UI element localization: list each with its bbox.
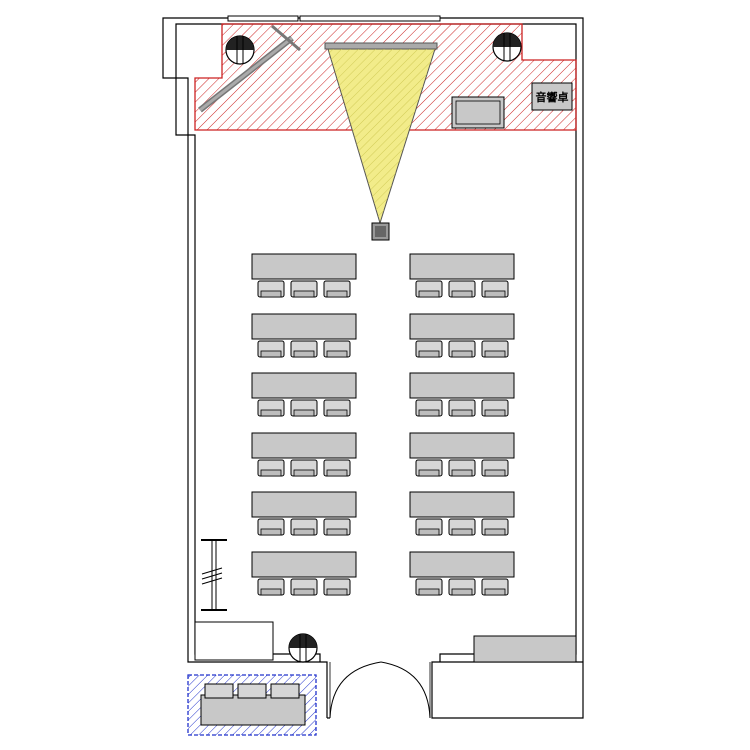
chair [257,399,285,417]
chair [323,578,351,596]
chair [415,518,443,536]
table [409,432,515,459]
chair [415,280,443,298]
chair [257,280,285,298]
table-group [409,253,515,298]
table [409,253,515,280]
chair [448,578,476,596]
projector-icon [371,222,390,241]
table [251,491,357,518]
chair [257,518,285,536]
chair [481,280,509,298]
chair [323,518,351,536]
chair [323,340,351,358]
table [251,432,357,459]
speaker-icon [225,35,255,65]
counter [473,635,577,663]
table-group [251,432,357,477]
chair [481,340,509,358]
table [251,551,357,578]
chair [257,578,285,596]
chair [290,578,318,596]
chair [257,459,285,477]
door-swing-icon[interactable] [329,661,431,719]
mixer-desk: 音響卓 [531,82,573,111]
chair [448,280,476,298]
table-group [409,491,515,536]
chair [415,340,443,358]
table [251,313,357,340]
chair [448,518,476,536]
speaker-icon [492,32,522,62]
table-group [251,372,357,417]
chair [481,399,509,417]
front-screen [324,42,438,50]
outside-storage [187,674,317,736]
storage-cabinet [194,621,274,661]
chair [415,578,443,596]
chair [290,518,318,536]
chair [323,280,351,298]
table-group [251,313,357,358]
projection-cone [327,48,436,225]
table [409,313,515,340]
table-group [409,372,515,417]
table [409,551,515,578]
chair [481,578,509,596]
chair [323,459,351,477]
seating-area [251,253,515,596]
table [409,491,515,518]
chair [481,518,509,536]
table [409,372,515,399]
table-group [409,313,515,358]
table-group [409,551,515,596]
table-group [251,491,357,536]
chair [290,280,318,298]
table-group [251,551,357,596]
chair [290,459,318,477]
chair [415,459,443,477]
chair [481,459,509,477]
chair [448,399,476,417]
coat-rack [201,539,227,611]
table [251,372,357,399]
chair [290,340,318,358]
chair [323,399,351,417]
table-group [251,253,357,298]
chair [415,399,443,417]
stage-desk [451,96,505,129]
mixer-label: 音響卓 [536,90,569,104]
table [251,253,357,280]
table-group [409,432,515,477]
chair [290,399,318,417]
speaker-icon [288,633,318,663]
projection-screen-icon [198,24,301,113]
stacked-chair [204,683,300,699]
chair [257,340,285,358]
chair [448,459,476,477]
chair [448,340,476,358]
